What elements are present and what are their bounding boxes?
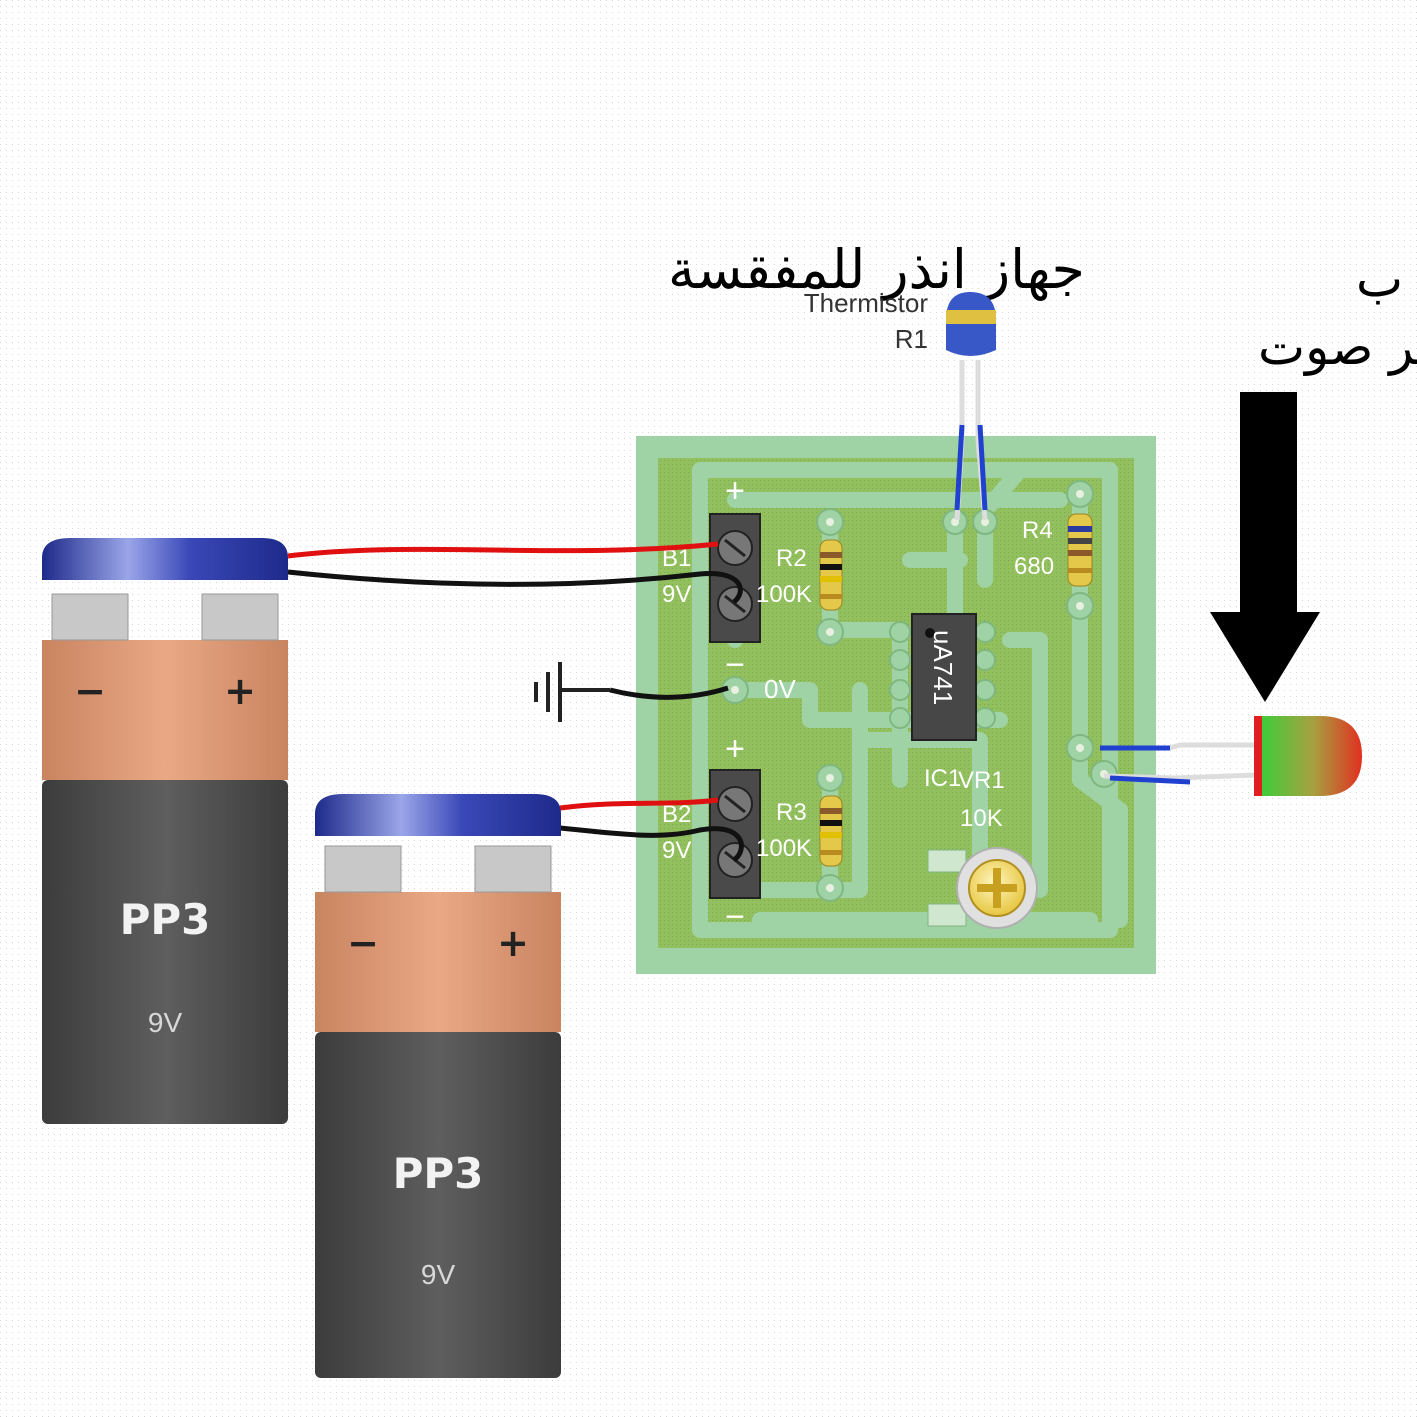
resistor-r2 (819, 539, 843, 611)
arrow-down-icon (1210, 392, 1320, 702)
wire-black-b2 (559, 825, 744, 863)
thermistor-label: Thermistor (804, 288, 929, 318)
led-component (1100, 716, 1362, 796)
resistor-r4 (1067, 513, 1093, 587)
label-r4-value: 680 (1014, 553, 1054, 580)
minus-sign-mid: − (725, 646, 745, 684)
ic-part-label: uA741 (928, 630, 958, 705)
wire-red-b2 (559, 797, 719, 811)
ground-wire (609, 685, 729, 700)
title-text: جهاز انذر للمفقسة (668, 238, 1085, 301)
battery-2: − + PP3 9V (315, 794, 561, 1378)
battery-1-pos: + (224, 669, 256, 713)
label-b2-volt: 9V (662, 837, 691, 864)
label-r3: R3 (776, 799, 807, 826)
plus-sign-mid: + (725, 730, 745, 768)
battery-2-name: PP3 (393, 1149, 484, 1198)
battery-1-neg: − (74, 669, 106, 713)
thermistor-ref: R1 (895, 324, 928, 354)
note-line-1: يمكن تعويضه ب (1356, 250, 1417, 308)
battery-2-neg: − (347, 921, 379, 965)
wire-red-b1 (287, 541, 719, 559)
label-r4: R4 (1022, 517, 1053, 544)
battery-2-pos: + (497, 921, 529, 965)
battery-1: − + PP3 9V (42, 538, 288, 1124)
label-b2: B2 (662, 801, 691, 828)
plus-sign-top: + (725, 472, 745, 510)
note-line-2: مكبر صوت (1258, 318, 1417, 376)
battery-1-name: PP3 (120, 895, 211, 944)
label-vr1-value: 10K (960, 805, 1003, 832)
thermistor-component (946, 292, 996, 521)
label-b1-volt: 9V (662, 581, 691, 608)
label-ic1: IC1 (924, 765, 961, 792)
trimmer-vr1 (927, 847, 1038, 929)
resistor-r3 (819, 795, 843, 867)
wire-black-b1 (287, 569, 743, 604)
label-r2: R2 (776, 545, 807, 572)
battery-2-voltage: 9V (421, 1259, 456, 1290)
ic-chip: uA741 (911, 613, 977, 741)
label-vr1: VR1 (958, 767, 1005, 794)
label-0v: 0V (764, 674, 796, 704)
battery-1-voltage: 9V (148, 1007, 183, 1038)
ground-icon (534, 662, 610, 722)
label-r3-value: 100K (756, 835, 812, 862)
label-r2-value: 100K (756, 581, 812, 608)
minus-sign-bottom: − (725, 898, 745, 936)
